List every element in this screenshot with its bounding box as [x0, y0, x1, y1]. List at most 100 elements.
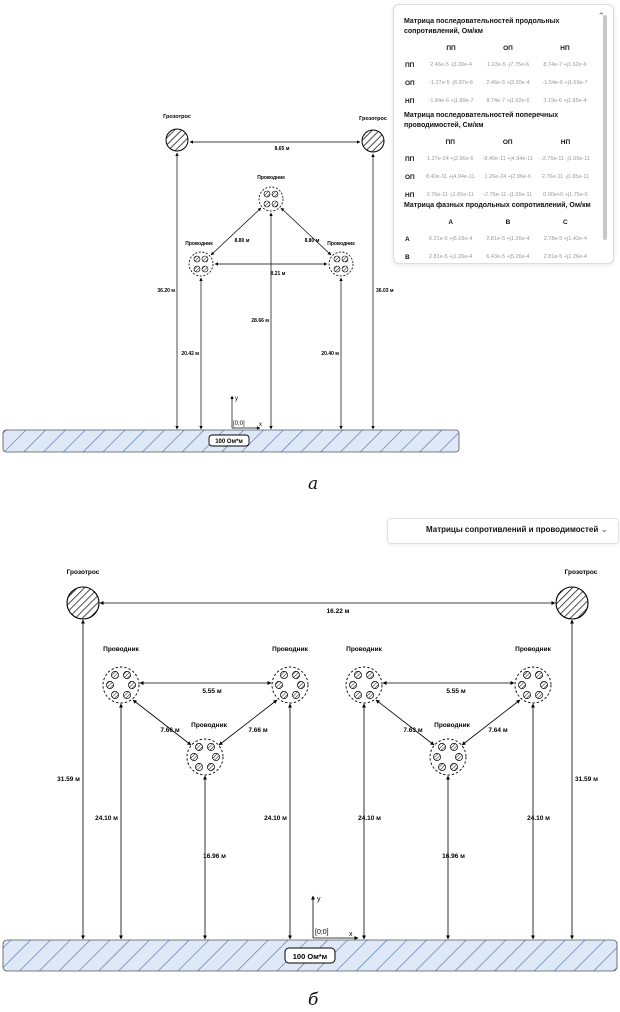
ground-resistivity-box	[284, 947, 336, 964]
matrix-title: Матрица последовательностей поперечных п…	[404, 112, 559, 129]
dim-h-right: 20.40 м	[321, 351, 339, 357]
ground-resistivity-label: 100 Ом*м	[215, 439, 243, 445]
dim-c2-top: 5.55 м	[446, 688, 465, 695]
c2-tl-label: Проводник	[346, 646, 382, 653]
col-header: B	[505, 219, 511, 226]
matrix-cell: 8.40e-11 +j4.94e-11	[425, 174, 475, 180]
matrix-seq-longitudinal: Матрица последовательностей продольных с…	[404, 17, 594, 110]
col-header: ОП	[503, 45, 513, 52]
table-row: НП -1.84e-6 +j1.89e-7 8.74e-7 +j1.62e-6 …	[404, 92, 594, 110]
dim-gw-span: 16.22 м	[327, 608, 350, 615]
axes: y x [0;0]	[230, 395, 262, 430]
dim-h-c2-b: 16.96 м	[442, 853, 465, 860]
matrix-phase-longitudinal: Матрица фазных продольных сопротивлений,…	[404, 201, 594, 263]
conductor-1-top-right	[271, 666, 309, 704]
table-row: ПП 2.46e-5 -j3.30e-4 1.23e-5 -j7.75e-6 8…	[404, 56, 594, 74]
chevron-up-icon[interactable]: ⌃	[597, 11, 605, 21]
origin-label: [0;0]	[315, 929, 329, 936]
row-header: ОП	[405, 173, 415, 181]
matrices-dropdown[interactable]: Матрицы сопротивлений и проводимостей ⌄	[387, 518, 619, 544]
cond-right-label: Проводник	[327, 241, 355, 247]
axes: y x [0;0]	[311, 895, 359, 940]
matrix-title: Матрица последовательностей продольных с…	[404, 18, 560, 35]
row-header: ОП	[405, 79, 415, 87]
table-row: ОП 8.40e-11 +j4.94e-11 1.26e-24 +j2.96e-…	[404, 168, 594, 186]
dim-h-c1-r: 24.10 м	[264, 815, 287, 822]
c1-tl-label: Проводник	[103, 646, 139, 653]
col-header: ПП	[445, 139, 455, 146]
dim-horiz: 8.21 м	[271, 271, 286, 277]
matrix-cell: 2.78e-5 +j1.42e-4	[543, 236, 587, 242]
axis-y-label: y	[317, 896, 321, 903]
scrollbar[interactable]	[603, 15, 607, 240]
matrix-cell: -2.76e-11 -j1.65e-11	[540, 156, 590, 162]
col-header: ПП	[446, 45, 456, 52]
conductor-2-top-left	[345, 666, 383, 704]
row-header: НП	[405, 97, 415, 105]
conductor-top	[258, 186, 284, 212]
cond-left-label: Проводник	[185, 241, 213, 247]
dim-h-left: 20.42 м	[181, 351, 199, 357]
dim-c2-dl: 7.63 м	[403, 727, 422, 734]
matrix-cell: 3.19e-6 +j1.85e-4	[543, 98, 587, 104]
axis-x-label: x	[349, 931, 353, 938]
chevron-down-icon: ⌄	[600, 524, 608, 534]
col-header: НП	[560, 139, 571, 146]
dim-h-c2-r: 24.10 м	[527, 815, 550, 822]
matrix-cell: 2.46e-5 -j3.30e-4	[430, 62, 472, 68]
table-row: НП 2.76e-11 -j1.65e-11 -2.76e-11 -j1.65e…	[404, 186, 594, 204]
gw-left-label: Грозотрос	[163, 114, 191, 120]
matrix-cell: 1.23e-5 -j7.75e-6	[487, 62, 529, 68]
matrix-cell: 2.76e-11 -j1.65e-11	[541, 174, 590, 180]
matrix-cell: 8.74e-7 +j1.62e-6	[543, 62, 587, 68]
dim-c1-dr: 7.66 м	[248, 727, 267, 734]
corner-cell	[404, 135, 422, 150]
matrix-cell: 2.46e-5 +j3.30e-4	[486, 80, 530, 86]
matrix-cell: 6.43e-5 +j5.26e-4	[486, 254, 530, 260]
conductor-1-bottom	[186, 738, 224, 776]
table-row: A 6.21e-5 +j5.18e-4 2.81e-5 +j1.26e-4 2.…	[404, 230, 594, 248]
dim-h-gw-right: 31.59 м	[575, 776, 598, 783]
matrices-panel[interactable]: ⌃ Матрица последовательностей продольных…	[393, 4, 614, 264]
matrix-cell: 2.81e-5 +j1.26e-4	[543, 254, 587, 260]
row-header: B	[405, 253, 410, 261]
dim-c1-dl: 7.66 м	[160, 727, 179, 734]
c2-tr-label: Проводник	[515, 646, 551, 653]
diagram-a: 100 Ом*м y x [0;0] Грозотрос Грозотрос	[2, 114, 460, 453]
ground-wire-right	[555, 586, 589, 620]
matrix-cell: 8.74e-7 +j1.62e-6	[486, 98, 530, 104]
matrix-cell: 2.81e-5 +j1.26e-4	[429, 254, 473, 260]
ground-wire-left	[165, 128, 189, 152]
matrix-cell: -1.54e-6 +j1.69e-7	[542, 80, 588, 86]
col-header: ОП	[502, 139, 513, 146]
matrix-cell: -1.84e-6 +j1.89e-7	[428, 98, 474, 104]
ground-wire-right	[361, 129, 385, 153]
axis-x-label: x	[259, 422, 262, 428]
dim-diag-right: 8.80 м	[305, 238, 320, 244]
corner-cell	[404, 215, 422, 230]
conductor-1-top-left	[102, 666, 140, 704]
table-row: B 2.81e-5 +j1.26e-4 6.43e-5 +j5.26e-4 2.…	[404, 248, 594, 263]
matrix-cell: 1.26e-24 +j2.96e-6	[484, 174, 531, 180]
ground-wire-left	[66, 586, 100, 620]
conductor-left	[188, 251, 214, 277]
dim-gw-span: 8.65 м	[275, 146, 290, 152]
origin-label: [0;0]	[233, 421, 245, 427]
cond-top-label: Проводник	[257, 175, 285, 181]
matrix-cell: 1.27e-24 +j2.96e-6	[427, 156, 474, 162]
matrix-title: Матрица фазных продольных сопротивлений,…	[404, 202, 591, 209]
corner-cell	[404, 41, 422, 56]
col-header: C	[562, 219, 568, 226]
gw-left-label: Грозотрос	[67, 569, 100, 576]
col-header: НП	[560, 45, 570, 52]
matrix-cell: 6.21e-5 +j5.18e-4	[429, 236, 473, 242]
gw-right-label: Грозотрос	[359, 116, 387, 122]
diagram-b: 100 Ом*м y x [0;0] Грозотрос Грозотрос	[2, 569, 618, 972]
dim-h-gw-right: 36.03 м	[376, 288, 394, 294]
axis-y-label: y	[235, 396, 238, 402]
matrix-cell: -2.76e-11 -j1.65e-11	[483, 192, 533, 198]
matrix-table: ПП ОП НП ПП 1.27e-24 +j2.96e-6 -8.40e-11…	[404, 135, 594, 204]
dim-h-top: 28.66 м	[251, 318, 269, 324]
dim-h-c2-l: 24.10 м	[358, 815, 381, 822]
